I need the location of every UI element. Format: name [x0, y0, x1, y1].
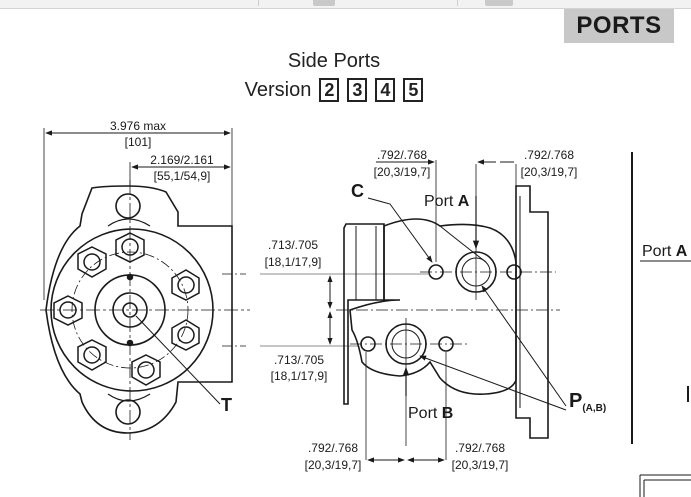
- case-drain-label: C: [351, 181, 364, 201]
- p-leader-a: [481, 285, 567, 407]
- overall-width-mm: [101]: [125, 135, 152, 149]
- right-port-letter: A: [676, 243, 688, 260]
- top-left-dim-mm: [20,3/19,7]: [374, 165, 431, 179]
- port-b-prefix: Port: [408, 405, 442, 422]
- upper-offset-mm: [18,1/17,9]: [265, 255, 322, 269]
- top-left-dim-value: .792/.768: [377, 148, 427, 162]
- bottom-ear-arc: [107, 393, 151, 402]
- upper-offset-value: .713/.705: [268, 238, 318, 252]
- version-box: 5: [403, 78, 424, 102]
- bolt-hole: [83, 253, 101, 271]
- toolbar-tab[interactable]: [313, 0, 335, 6]
- lower-offset-mm: [18,1/17,9]: [271, 369, 328, 383]
- side-view: [260, 159, 567, 463]
- port-a-label: Port A: [424, 193, 470, 210]
- hex-bolts: [53, 232, 200, 386]
- center-offset-mm: [55,1/54,9]: [154, 169, 211, 183]
- bolt-hex: [77, 339, 107, 371]
- bolt-hole: [177, 326, 195, 344]
- bottom-right-dim-mm: [20,3/19,7]: [452, 458, 509, 472]
- right-edge-view: [631, 152, 691, 497]
- page-title: Side Ports: [287, 50, 381, 72]
- top-toolbar-strip: [0, 0, 691, 9]
- top-ear-arc: [107, 218, 151, 227]
- tank-leader: [135, 315, 221, 405]
- bolt-hex: [77, 246, 107, 278]
- center-offset-value: 2.169/2.161: [150, 153, 214, 167]
- port-a-prefix: Port: [424, 193, 458, 210]
- bolt-hex: [171, 269, 200, 301]
- version-box: 2: [319, 78, 340, 102]
- port-b-letter: B: [442, 405, 454, 422]
- right-port-prefix: Port: [642, 243, 676, 260]
- c-leader: [367, 197, 433, 263]
- bolt-hole: [137, 361, 155, 379]
- pressure-label: P(A,B): [569, 390, 606, 414]
- bolt-hole: [83, 346, 101, 364]
- toolbar-divider: [258, 0, 259, 6]
- toolbar-divider: [457, 0, 458, 6]
- pressure-letter: P: [569, 390, 582, 412]
- version-row: Version 2 3 4 5: [234, 78, 434, 102]
- bolt-hole: [177, 276, 195, 294]
- overall-width-value: 3.976 max: [110, 119, 166, 133]
- bolt-hex: [53, 295, 83, 326]
- housing-outline: [45, 185, 233, 434]
- ports-section-badge: PORTS: [564, 9, 674, 43]
- top-right-dim-mm: [20,3/19,7]: [521, 165, 578, 179]
- bolt-hex: [171, 319, 200, 351]
- tank-port-label: T: [221, 395, 232, 415]
- port-housing: [349, 218, 517, 395]
- pressure-subscript: (A,B): [582, 403, 606, 414]
- bolt-hex: [131, 354, 161, 386]
- top-mount-hole: [115, 193, 141, 219]
- right-port-a-label: Port A: [642, 243, 688, 260]
- top-right-dim-value: .792/.768: [524, 148, 574, 162]
- version-box: 4: [375, 78, 396, 102]
- version-label: Version: [244, 78, 312, 101]
- toolbar-tab[interactable]: [485, 0, 513, 6]
- front-view: [40, 128, 250, 440]
- port-b-label: Port B: [408, 405, 453, 422]
- bottom-left-dim-value: .792/.768: [308, 441, 358, 455]
- p-leader-b: [419, 355, 567, 411]
- bottom-mount-hole: [115, 399, 141, 425]
- mounting-flange: [515, 185, 549, 439]
- bottom-right-dim-value: .792/.768: [455, 441, 505, 455]
- bottom-left-dim-mm: [20,3/19,7]: [305, 458, 362, 472]
- lower-offset-value: .713/.705: [274, 353, 324, 367]
- version-box: 3: [347, 78, 368, 102]
- port-a-letter: A: [458, 193, 470, 210]
